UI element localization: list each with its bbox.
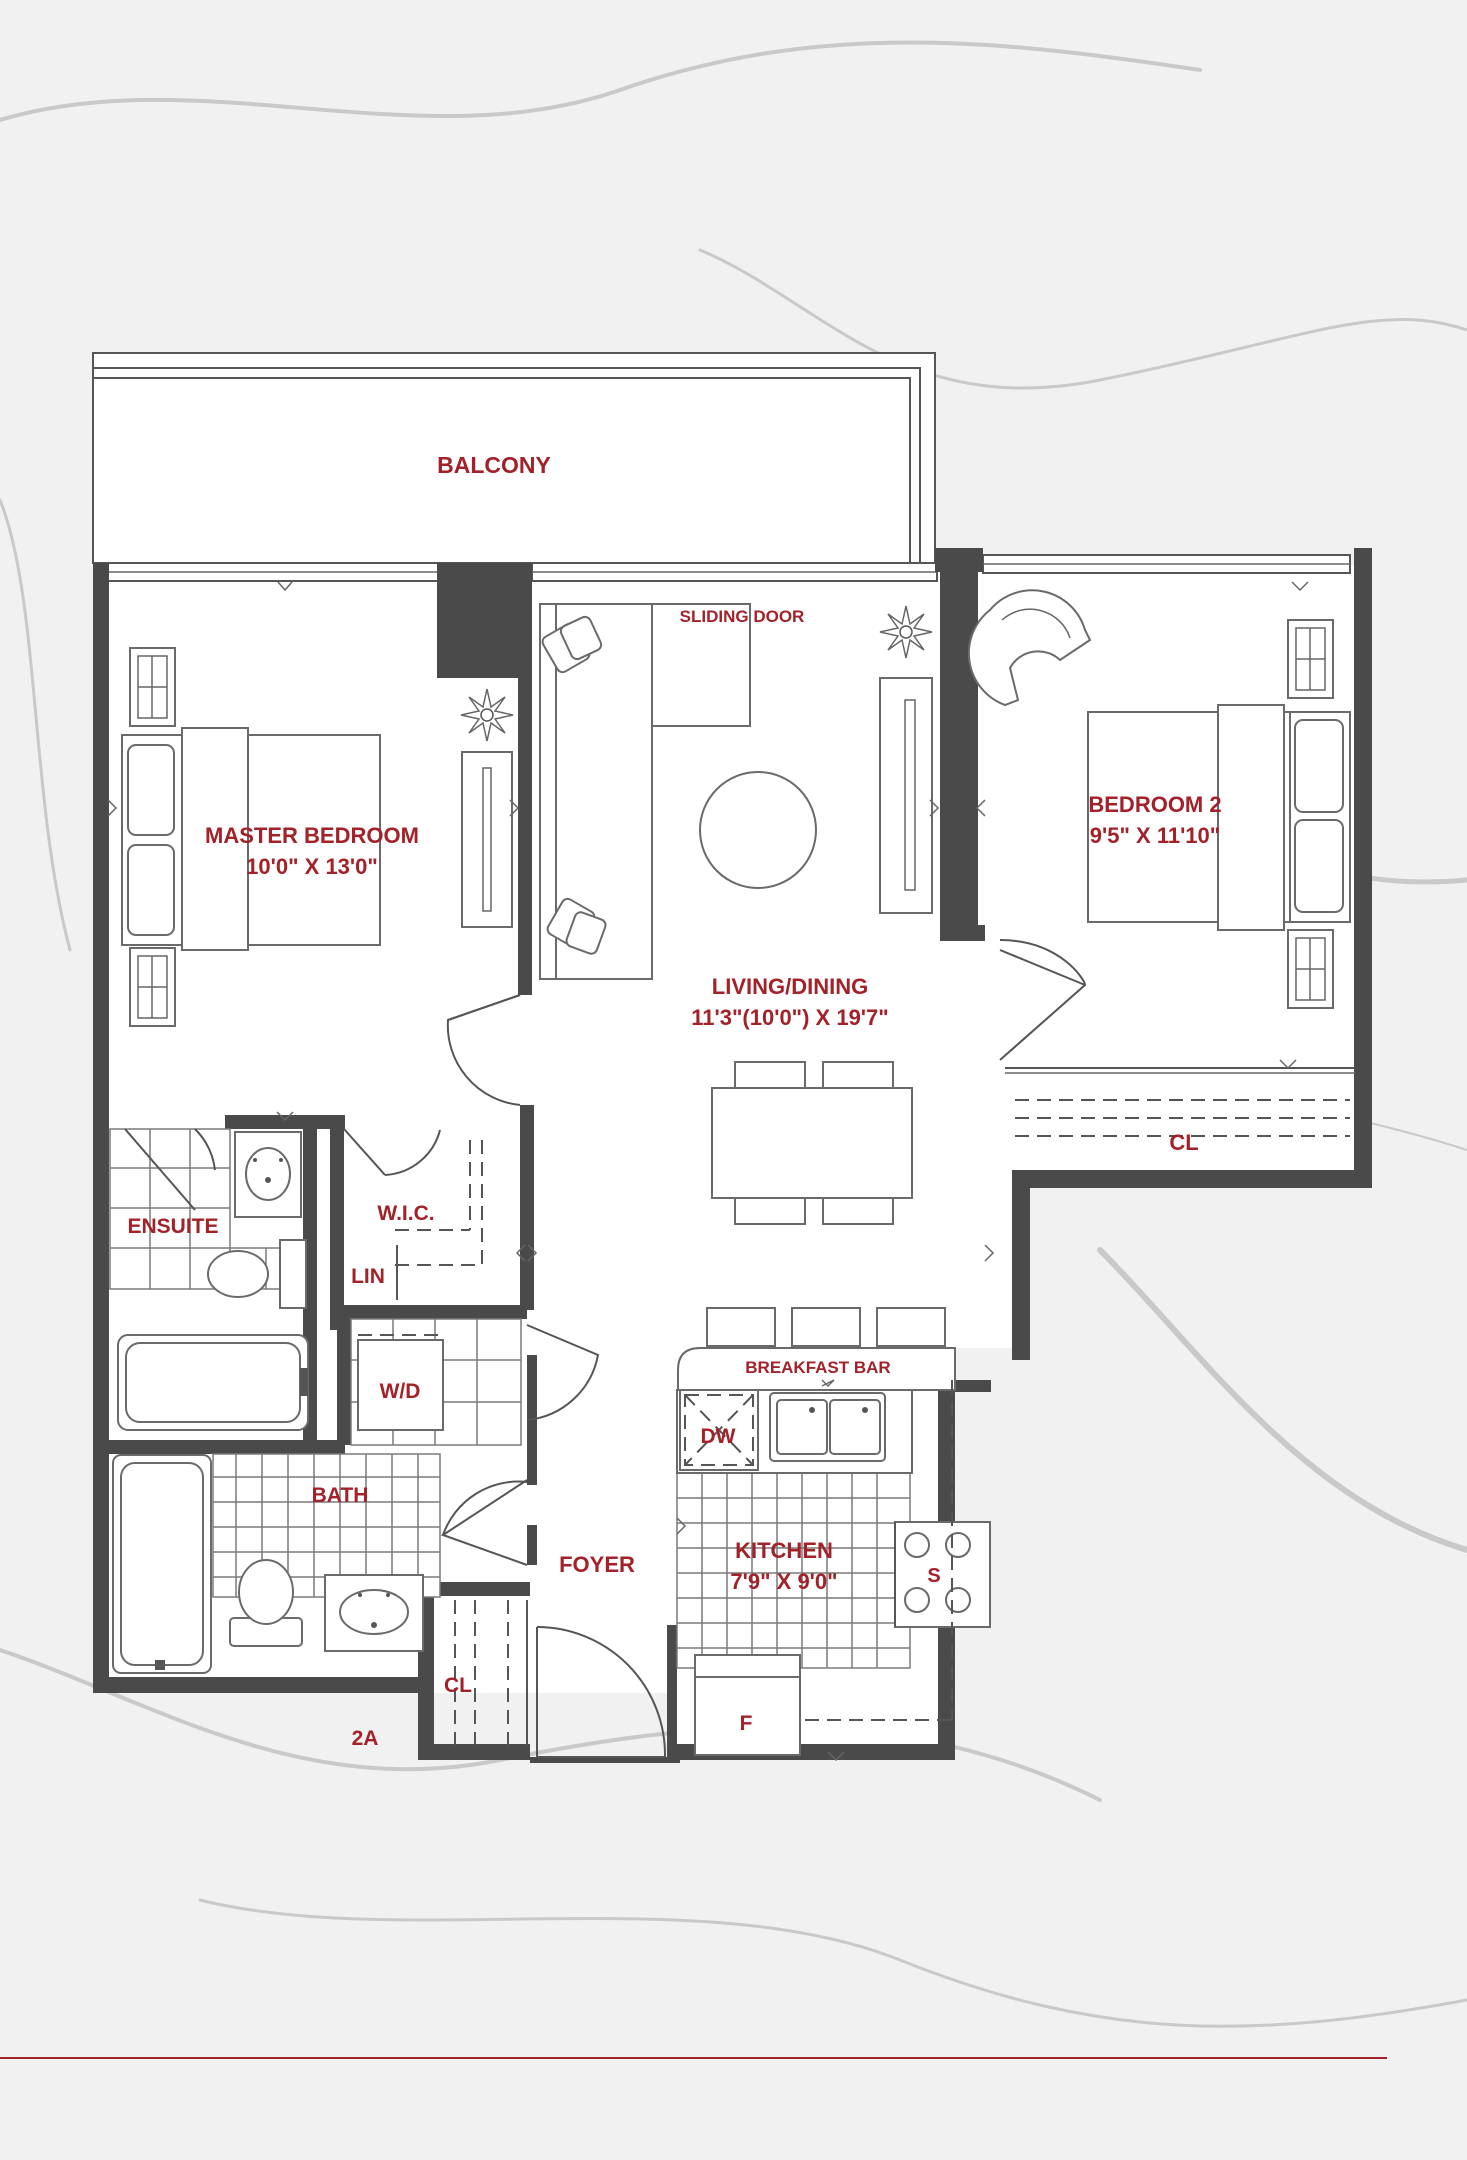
master-bedroom-door — [446, 994, 521, 1106]
label-living-dining: LIVING/DINING — [712, 974, 868, 999]
label-foyer: FOYER — [559, 1552, 635, 1577]
label-bedroom2: BEDROOM 2 — [1088, 792, 1221, 817]
label-lin: LIN — [351, 1265, 385, 1288]
room-labels: BALCONY SLIDING DOOR MASTER BEDROOM 10'0… — [127, 452, 1221, 1750]
label-wd: W/D — [380, 1380, 421, 1403]
label-bedroom2-size: 9'5" X 11'10" — [1090, 823, 1220, 848]
label-cl-foyer: CL — [444, 1674, 472, 1697]
label-dw: DW — [701, 1425, 736, 1448]
label-living-dining-size: 11'3"(10'0") X 19'7" — [691, 1005, 888, 1030]
walk-in-closet — [343, 1128, 526, 1300]
foyer — [454, 1600, 667, 1758]
ensuite — [109, 1111, 309, 1431]
label-sliding-door: SLIDING DOOR — [680, 607, 805, 626]
living-room-furniture — [527, 603, 995, 1262]
label-wic: W.I.C. — [377, 1202, 434, 1225]
label-fridge: F — [740, 1712, 753, 1735]
kitchen — [676, 1307, 991, 1762]
label-balcony: BALCONY — [437, 452, 551, 478]
label-master-bedroom: MASTER BEDROOM — [205, 823, 419, 848]
bedroom2-furniture — [967, 581, 1355, 1137]
label-cl-bedroom2: CL — [1169, 1130, 1198, 1155]
label-kitchen-size: 7'9" X 9'0" — [730, 1569, 837, 1594]
washer-dryer — [350, 1318, 600, 1446]
label-bath: BATH — [312, 1484, 369, 1507]
bottom-divider — [0, 2057, 1387, 2059]
label-master-bedroom-size: 10'0" X 13'0" — [246, 854, 378, 879]
label-unit-code: 2A — [352, 1727, 379, 1750]
master-bedroom-furniture — [107, 581, 520, 1027]
label-ensuite: ENSUITE — [127, 1215, 218, 1238]
bath — [112, 1453, 528, 1674]
balcony — [92, 352, 936, 564]
label-stove: S — [927, 1565, 940, 1587]
bedroom2-door — [999, 939, 1087, 1061]
label-kitchen: KITCHEN — [735, 1538, 833, 1563]
label-breakfast-bar: BREAKFAST BAR — [745, 1358, 890, 1377]
